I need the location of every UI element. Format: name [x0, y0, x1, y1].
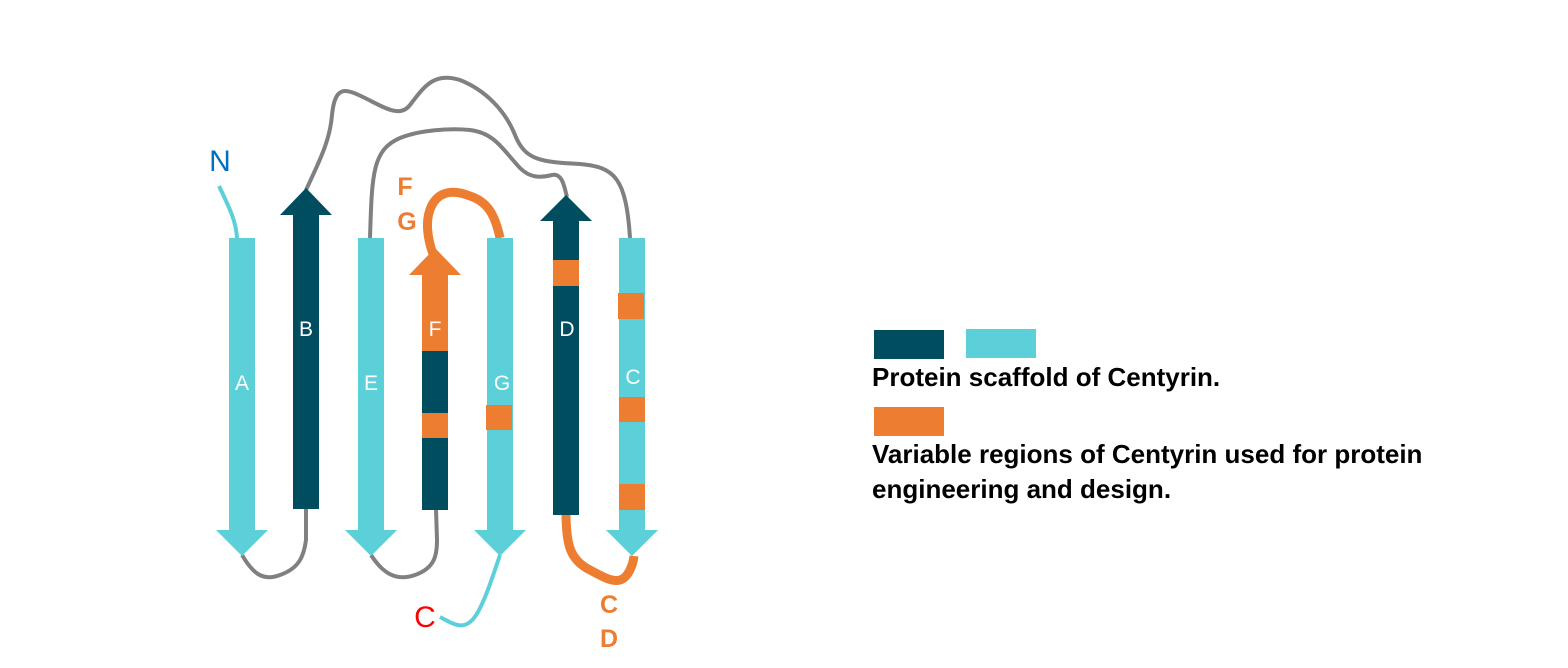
loop-fg	[422, 187, 505, 256]
loop-a-b	[240, 508, 308, 580]
legend-scaffold-text: Protein scaffold of Centyrin.	[872, 362, 1221, 392]
legend-variable-text-line2: engineering and design.	[872, 474, 1172, 504]
strand-g: G	[474, 238, 526, 556]
strand-b-label: B	[299, 318, 313, 341]
strand-c-label: C	[625, 366, 640, 389]
strand-a: A	[216, 238, 268, 556]
c-terminal-tail	[439, 554, 502, 628]
strand-f: F	[409, 248, 461, 510]
cd-loop-label-d: D	[600, 625, 618, 653]
c-terminus-label: C	[414, 601, 436, 634]
strand-g-label: G	[494, 372, 510, 395]
strand-e: E	[345, 238, 397, 556]
loop-cd	[561, 511, 639, 585]
n-terminal-tail	[217, 185, 239, 239]
strand-d-label: D	[559, 318, 574, 341]
strand-f-label: F	[429, 318, 442, 341]
legend-swatch-variable	[874, 407, 944, 436]
cd-loop-label-c: C	[600, 591, 618, 619]
strand-e-label: E	[364, 372, 378, 395]
legend-swatch-scaffold-dark	[874, 330, 944, 359]
fg-loop-label-g: G	[397, 208, 416, 236]
fg-loop-label-f: F	[397, 173, 412, 201]
loop-b-c	[304, 75, 632, 239]
strand-b: B	[280, 188, 332, 509]
strand-a-label: A	[235, 372, 249, 395]
loop-e-d	[368, 127, 569, 239]
strand-c: C	[606, 238, 658, 556]
legend-variable-text-line1: Variable regions of Centyrin used for pr…	[872, 439, 1423, 469]
n-terminus-label: N	[209, 145, 231, 178]
loop-e-f	[369, 508, 440, 580]
strand-d: D	[540, 195, 592, 515]
legend-swatch-scaffold-light	[966, 329, 1036, 358]
